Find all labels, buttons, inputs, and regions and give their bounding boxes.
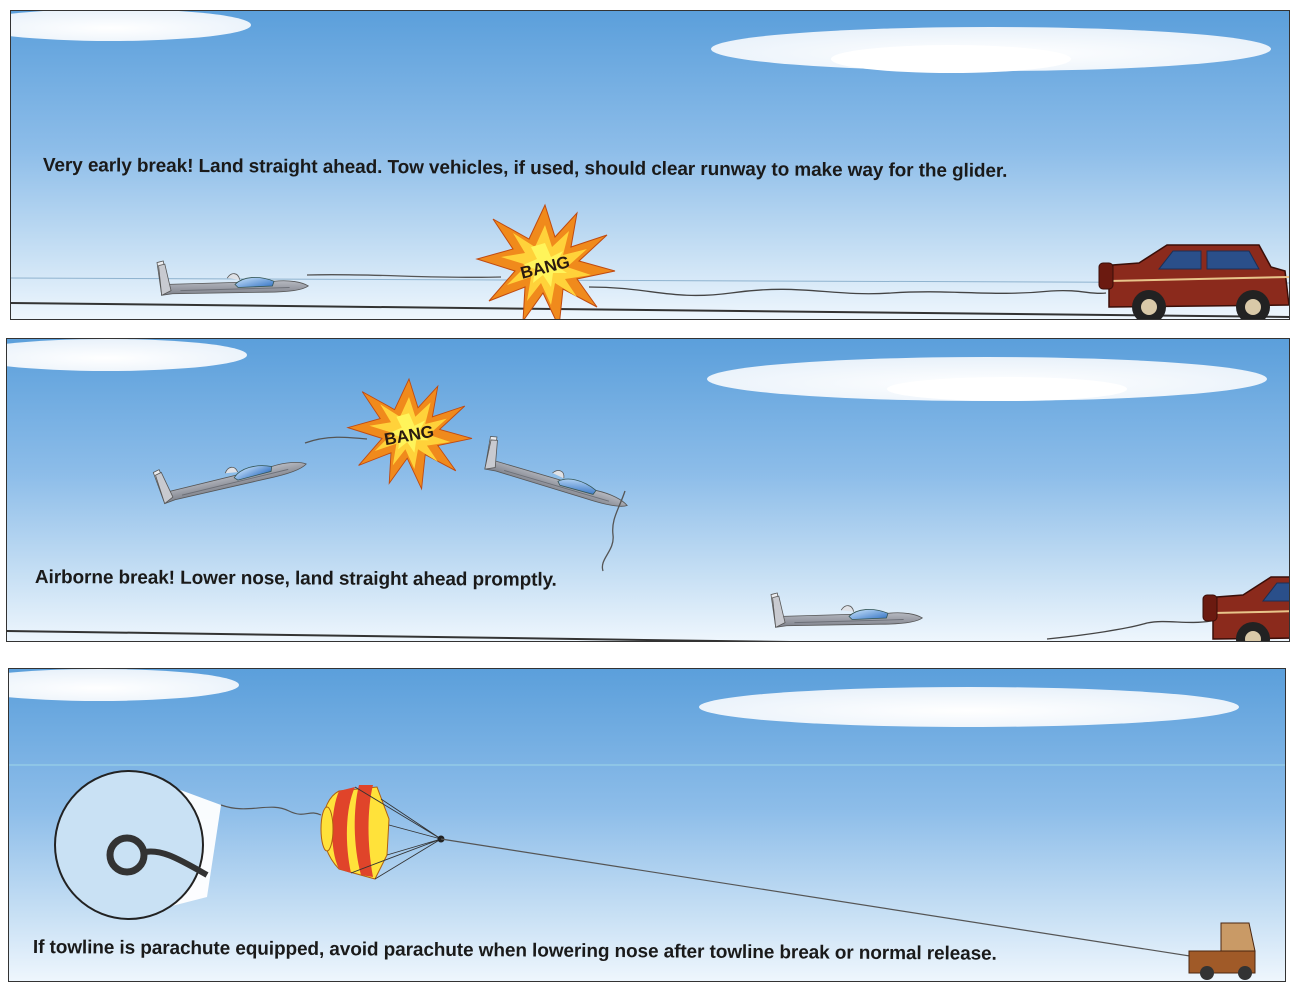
towline <box>589 287 1106 295</box>
cloud <box>7 339 247 371</box>
glider-icon <box>771 593 922 627</box>
parachute-icon <box>321 785 445 879</box>
cloud <box>11 11 251 41</box>
runway-line <box>11 303 1289 317</box>
cloud <box>699 687 1239 727</box>
tow-vehicle-icon <box>1203 577 1289 641</box>
horizon-line <box>11 278 1289 283</box>
cloud <box>831 45 1071 73</box>
towline <box>307 275 501 278</box>
winch-icon <box>1189 923 1255 980</box>
panel-airborne-break: BANG Airborne break! Lower nose, land st… <box>6 338 1290 642</box>
panel-airborne-break-scene: BANG <box>7 339 1289 641</box>
glider-icon <box>480 435 635 514</box>
panel-ground-break: BANG Very early break! Land straight ahe… <box>10 10 1290 320</box>
towline <box>221 805 321 815</box>
panel-parachute-towline: If towline is parachute equipped, avoid … <box>8 668 1286 982</box>
release-ring-detail-icon <box>55 771 221 919</box>
panel-parachute-towline-scene <box>9 669 1285 981</box>
towline <box>305 437 367 443</box>
cloud <box>887 377 1127 401</box>
glider-icon <box>153 440 308 505</box>
cloud <box>9 669 239 701</box>
towline <box>1047 621 1211 639</box>
tow-vehicle-icon <box>1099 245 1289 319</box>
panel-caption: Airborne break! Lower nose, land straigh… <box>35 567 557 592</box>
